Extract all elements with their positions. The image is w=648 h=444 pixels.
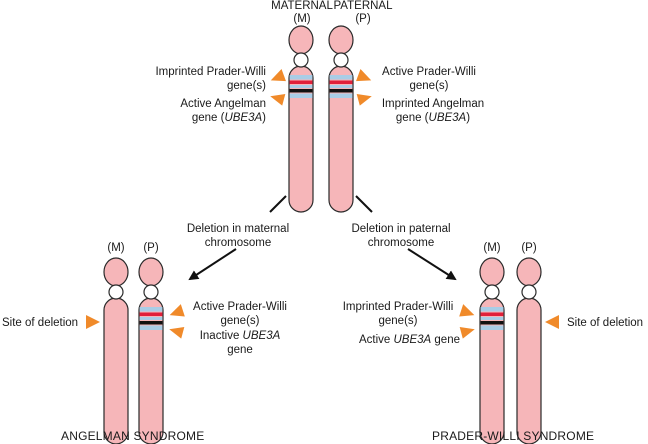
prader-willi-p-abbr: (P) bbox=[521, 242, 537, 254]
angelman-syndrome-caption: ANGELMAN SYNDROME bbox=[61, 429, 205, 443]
maternal-title: MATERNAL bbox=[271, 0, 333, 12]
connector-left bbox=[269, 195, 287, 213]
top-right-pointer-2 bbox=[356, 94, 372, 106]
angelman-deletion-pointer bbox=[86, 315, 100, 329]
top-paternal-chromosome bbox=[328, 25, 354, 213]
top-left-label-2: Active Angelman gene (UBE3A) bbox=[180, 97, 266, 125]
paternal-abbr: (P) bbox=[355, 13, 371, 25]
angelman-paternal-chromosome bbox=[138, 257, 164, 444]
angelman-p-abbr: (P) bbox=[143, 242, 159, 254]
top-right-label-2-line1: Imprinted Angelman bbox=[381, 98, 485, 110]
arrow-to-angelman bbox=[188, 248, 237, 281]
branch-left-label: Deletion in maternal chromosome bbox=[180, 222, 296, 250]
angelman-pointer-1 bbox=[169, 304, 185, 317]
top-left-label-2-line1: Active Angelman bbox=[180, 98, 266, 110]
prader-willi-deletion-pointer bbox=[545, 315, 559, 329]
top-left-label-1-line2: gene(s) bbox=[227, 80, 266, 92]
top-right-label-1-line1: Active Prader-Willi bbox=[382, 66, 476, 78]
prader-willi-label-2: Active UBE3A gene bbox=[358, 334, 460, 346]
top-left-label-1: Imprinted Prader-Willi gene(s) bbox=[155, 65, 266, 93]
top-right-label-2: Imprinted Angelman gene (UBE3A) bbox=[379, 97, 487, 125]
top-right-label-1: Active Prader-Willi gene(s) bbox=[379, 65, 479, 93]
prader-willi-deletion-label: Site of deletion bbox=[567, 317, 644, 329]
angelman-pointer-2 bbox=[169, 327, 185, 339]
top-left-label-2-line2: gene (UBE3A) bbox=[191, 112, 266, 124]
prader-willi-label-1-line2: gene(s) bbox=[378, 315, 418, 327]
maternal-abbr: (M) bbox=[293, 13, 311, 25]
prader-willi-label-1-line1: Imprinted Prader-Willi bbox=[342, 301, 454, 313]
top-right-label-1-line2: gene(s) bbox=[409, 80, 449, 92]
prader-willi-label-1: Imprinted Prader-Willi gene(s) bbox=[337, 300, 459, 328]
connector-right bbox=[355, 195, 373, 213]
arrow-to-prader-willi bbox=[407, 248, 457, 281]
top-maternal-chromosome bbox=[288, 25, 314, 213]
branch-left-line1: Deletion in maternal bbox=[186, 223, 290, 235]
angelman-label-1-line1: Active Prader-Willi bbox=[193, 301, 287, 313]
prader-willi-syndrome-caption: PRADER-WILLI SYNDROME bbox=[432, 429, 595, 443]
angelman-label-1: Active Prader-Willi gene(s) bbox=[184, 300, 296, 328]
top-left-pointer-1 bbox=[270, 68, 286, 82]
branch-right-line1: Deletion in paternal bbox=[351, 223, 451, 235]
angelman-label-2-line2: gene bbox=[227, 344, 253, 356]
angelman-label-2-line1: Inactive UBE3A bbox=[199, 330, 281, 342]
top-left-label-1-line1: Imprinted Prader-Willi bbox=[155, 66, 266, 78]
paternal-title: PATERNAL bbox=[333, 0, 393, 12]
prader-willi-maternal-chromosome bbox=[479, 257, 505, 444]
prader-willi-m-abbr: (M) bbox=[483, 242, 501, 254]
branch-left-line2: chromosome bbox=[204, 237, 272, 249]
prader-willi-pointer-1 bbox=[459, 304, 475, 317]
angelman-label-1-line2: gene(s) bbox=[220, 315, 260, 327]
top-right-label-2-line2: gene (UBE3A) bbox=[395, 112, 471, 124]
prader-willi-paternal-chromosome-deleted bbox=[516, 257, 542, 444]
top-left-pointer-2 bbox=[270, 94, 286, 106]
top-right-pointer-1 bbox=[356, 68, 372, 82]
branch-right-line2: chromosome bbox=[367, 237, 435, 249]
branch-right-label: Deletion in paternal chromosome bbox=[343, 222, 459, 250]
angelman-m-abbr: (M) bbox=[107, 242, 125, 254]
angelman-deletion-label: Site of deletion bbox=[2, 317, 79, 329]
angelman-label-2: Inactive UBE3A gene bbox=[184, 329, 296, 357]
angelman-maternal-chromosome-deleted bbox=[103, 257, 129, 444]
prader-willi-pointer-2 bbox=[459, 327, 475, 339]
